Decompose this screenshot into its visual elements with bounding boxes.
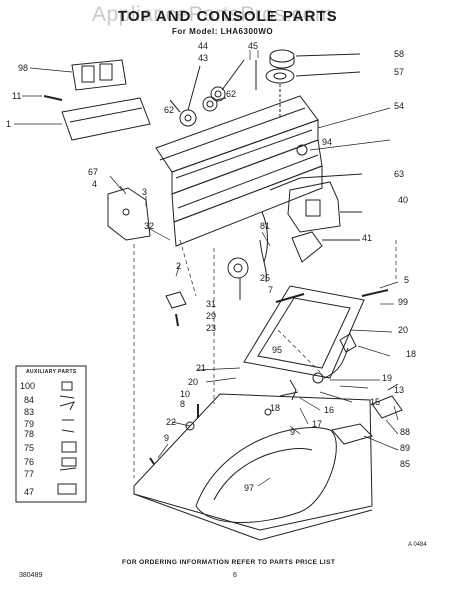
callout-13: 13 (394, 385, 405, 395)
callout-40: 40 (398, 195, 409, 205)
callout-9-right: 9 (290, 427, 296, 437)
callout-23: 23 (206, 323, 217, 333)
block-85 (331, 423, 373, 445)
callout-85: 85 (400, 459, 411, 469)
auxiliary-parts-title: AUXILIARY PARTS (26, 369, 77, 375)
aux-callout-47: 47 (24, 487, 35, 497)
hinge-part (275, 293, 305, 303)
switch-88 (371, 383, 403, 419)
callout-63: 63 (394, 169, 405, 179)
lid-frame (243, 285, 389, 379)
callout-20-left: 20 (188, 377, 199, 387)
callout-89: 89 (400, 443, 411, 453)
switch-assembly (261, 173, 363, 263)
lid-part (71, 59, 127, 91)
callout-10: 10 (180, 389, 191, 399)
callout-16: 16 (324, 405, 335, 415)
timer-part (296, 144, 308, 156)
callout-58: 58 (394, 49, 405, 59)
callout-17: 17 (312, 419, 323, 429)
callout-67: 67 (88, 167, 99, 177)
callout-9-left: 9 (164, 433, 170, 443)
screw-9 (149, 457, 155, 465)
aux-callout-76: 76 (24, 457, 35, 467)
motor-part (227, 257, 249, 300)
callout-3: 3 (142, 187, 148, 197)
aux-callout-75: 75 (24, 443, 35, 453)
callout-7: 7 (268, 285, 274, 295)
model-subtitle: For Model: LHA6300WO (172, 27, 274, 36)
callout-18-right: 18 (406, 349, 417, 359)
ordering-note: FOR ORDERING INFORMATION REFER TO PARTS … (122, 559, 336, 566)
auxiliary-parts-box (15, 365, 87, 503)
callout-21: 21 (196, 363, 207, 373)
screw-23 (175, 313, 179, 327)
callout-94: 94 (322, 137, 333, 147)
callout-81: 81 (260, 221, 271, 231)
aux-callout-79: 79 (24, 419, 35, 429)
callout-54: 54 (394, 101, 405, 111)
callout-95: 95 (272, 345, 283, 355)
aux-callout-84: 84 (24, 395, 35, 405)
callout-62-right: 62 (226, 89, 237, 99)
page-number: 6 (233, 572, 237, 579)
callout-1: 1 (6, 119, 12, 129)
callout-88: 88 (400, 427, 411, 437)
bracket-41 (291, 231, 360, 263)
aux-callout-77: 77 (24, 469, 35, 479)
callout-44: 44 (198, 41, 209, 51)
lid-switch-parts (312, 333, 357, 384)
callout-22: 22 (166, 417, 177, 427)
callout-20-right: 20 (398, 325, 409, 335)
aux-callout-78: 78 (24, 429, 35, 439)
diagram-title: TOP AND CONSOLE PARTS (118, 8, 338, 25)
screw-part (43, 95, 63, 101)
callout-29: 29 (206, 311, 217, 321)
control-knobs (169, 59, 245, 127)
callout-8: 8 (180, 399, 186, 409)
wire-harness (259, 239, 267, 283)
callout-32: 32 (144, 221, 155, 231)
callout-41: 41 (362, 233, 373, 243)
callout-5: 5 (404, 275, 410, 285)
callout-15: 15 (370, 397, 381, 407)
assembly-guides (133, 239, 397, 478)
callout-98: 98 (18, 63, 29, 73)
cabinet-top (133, 393, 373, 541)
callout-62-left: 62 (164, 105, 175, 115)
callout-4: 4 (92, 179, 98, 189)
callout-2: 2 (176, 261, 182, 271)
timer-knob (265, 49, 361, 118)
clip-17 (279, 391, 299, 397)
callout-31: 31 (206, 299, 217, 309)
document-code: 380489 (19, 572, 43, 579)
side-bracket-part (107, 187, 151, 241)
callout-11: 11 (12, 91, 22, 101)
callout-97: 97 (244, 483, 255, 493)
clip-part (165, 291, 187, 309)
leader-lines (14, 50, 399, 487)
callout-43: 43 (198, 53, 209, 63)
end-panel-part (61, 97, 151, 141)
diagram-id: A 0484 (408, 542, 427, 548)
callout-19: 19 (382, 373, 393, 383)
console-panel-part (155, 95, 323, 247)
callout-99: 99 (398, 297, 409, 307)
callout-57: 57 (394, 67, 405, 77)
watermark: AppliancePartsPros.com (92, 3, 333, 26)
callout-45: 45 (248, 41, 259, 51)
aux-callout-100: 100 (20, 381, 36, 391)
callout-18-left: 18 (270, 403, 281, 413)
callout-25: 25 (260, 273, 271, 283)
aux-callout-83: 83 (24, 407, 35, 417)
